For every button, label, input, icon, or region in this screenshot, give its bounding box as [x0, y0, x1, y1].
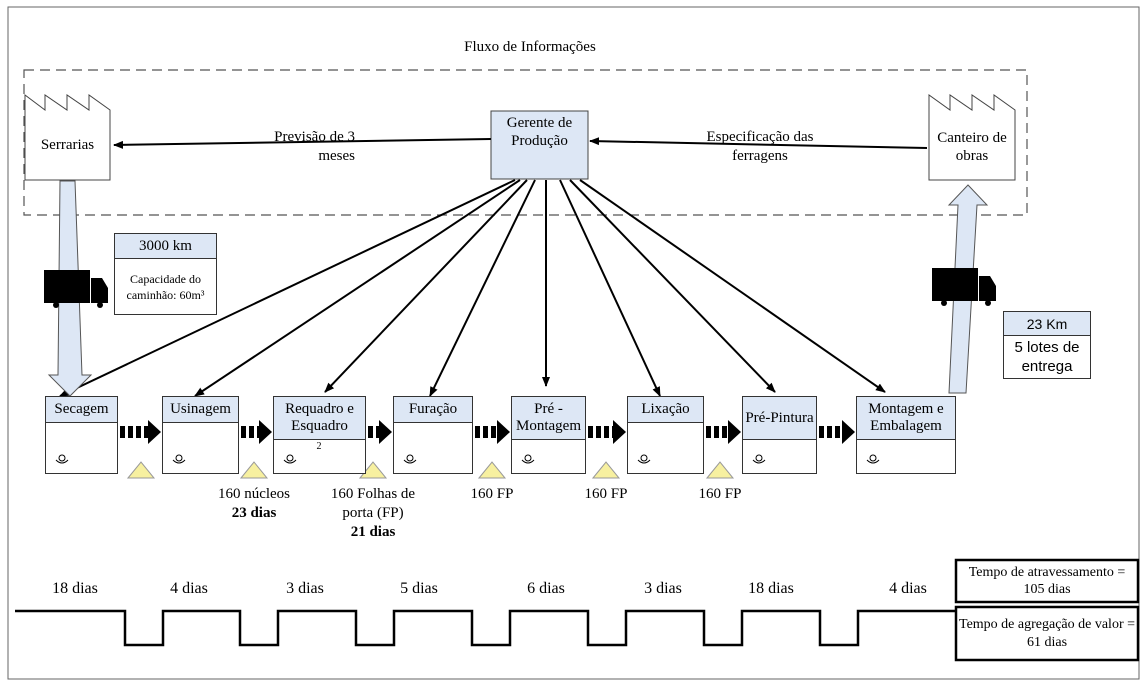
push-arrow: [120, 420, 161, 444]
inventory-label: 160 FP: [680, 485, 760, 504]
push-arrow: [368, 420, 392, 444]
process-box: Lixação: [627, 396, 704, 474]
process-label: Montagem e Embalagem: [857, 397, 955, 440]
timeline-line: [15, 609, 955, 647]
inventory-days: 21 dias: [350, 524, 396, 540]
process-label: Pré-Pintura: [743, 397, 816, 440]
operator-icon: [171, 451, 187, 469]
inventory-icon: [477, 461, 507, 479]
push-arrow: [706, 420, 741, 444]
push-arrows: [120, 420, 855, 444]
inventory-label: 160 núcleos 23 dias: [199, 485, 309, 523]
value-added-box: [954, 605, 1140, 662]
inventory-icon: [239, 461, 269, 479]
spec-label: Especificação das ferragens: [706, 129, 814, 164]
operator-icon: [751, 451, 767, 469]
operator-icon: [282, 451, 298, 469]
timeline-duration: 4 dias: [170, 580, 208, 597]
info-flow-area: [23, 69, 1028, 216]
push-arrow: [588, 420, 626, 444]
customer-factory-icon: [928, 94, 1016, 181]
truck-icon: [932, 268, 996, 306]
push-arrow: [475, 420, 510, 444]
inventory-triangles: [126, 461, 735, 479]
forecast-arrow: [113, 138, 492, 149]
operator-count: 2: [316, 441, 322, 452]
inventory-days: 23 dias: [231, 505, 277, 521]
inventory-icon: [591, 461, 621, 479]
operator-icon: [865, 451, 881, 469]
outbound-distance: 23 Km: [1004, 312, 1090, 336]
outer-frame: [7, 6, 1140, 680]
truck-icon: [44, 270, 108, 308]
process-box: Furação: [393, 396, 473, 474]
inventory-icon: [705, 461, 735, 479]
inventory-label: 160 FP: [452, 485, 532, 504]
process-label: Lixação: [628, 397, 703, 423]
process-label: Usinagem: [163, 397, 238, 423]
inbound-distance: 3000 km: [115, 234, 216, 259]
push-arrow: [241, 420, 272, 444]
inventory-label: 160 Folhas de porta (FP) 21 dias: [288, 485, 458, 542]
inventory-quantity: 160 Folhas de porta (FP): [330, 486, 416, 521]
lead-time-box: [954, 558, 1140, 604]
inventory-label: 160 FP: [566, 485, 646, 504]
timeline-duration: 3 dias: [644, 580, 682, 597]
timeline-duration: 18 dias: [52, 580, 98, 597]
manager-label: Gerente de Produção: [506, 115, 573, 149]
process-box: Usinagem: [162, 396, 239, 474]
process-label: Pré - Montagem: [512, 397, 585, 440]
supplier-factory-icon: [24, 94, 111, 181]
process-label: Requadro e Esquadro: [274, 397, 365, 440]
process-box: Pré - Montagem: [511, 396, 586, 474]
customer-label: Canteiro de obras: [937, 130, 1007, 164]
inbound-info-box: 3000 km Capacidade do caminhão: 60m³: [114, 233, 217, 315]
spec-arrow: [589, 137, 928, 149]
timeline-duration: 18 dias: [748, 580, 794, 597]
manager-box: [490, 110, 589, 180]
lead-time-text: Tempo de atravessamento = 105 dias: [968, 565, 1126, 597]
timeline-duration: 6 dias: [527, 580, 565, 597]
operator-icon: [520, 451, 536, 469]
outbound-batches: 5 lotes de entrega: [1014, 339, 1080, 375]
process-box: Montagem e Embalagem: [856, 396, 956, 474]
timeline-duration: 5 dias: [400, 580, 438, 597]
process-box: Pré-Pintura: [742, 396, 817, 474]
operator-icon: [636, 451, 652, 469]
forecast-label: Previsão de 3 meses: [274, 129, 355, 164]
process-label: Secagem: [46, 397, 117, 423]
inventory-quantity: 160 FP: [584, 486, 628, 502]
process-label: Furação: [394, 397, 472, 423]
inventory-quantity: 160 FP: [698, 486, 742, 502]
operator-icon: [402, 451, 418, 469]
inventory-icon: [126, 461, 156, 479]
schedule-arrows: [59, 179, 886, 397]
inventory-quantity: 160 núcleos: [217, 486, 291, 502]
value-added-text: Tempo de agregação de valor = 61 dias: [959, 616, 1135, 650]
process-box: Secagem: [45, 396, 118, 474]
timeline-duration: 4 dias: [889, 580, 927, 597]
inventory-icon: [358, 461, 388, 479]
operator-icon: [54, 451, 70, 469]
diagram-title: Fluxo de Informações: [464, 39, 596, 55]
inbound-capacity: Capacidade do caminhão: 60m³: [126, 272, 205, 302]
outbound-info-box: 23 Km 5 lotes de entrega: [1003, 311, 1091, 379]
timeline-duration: 3 dias: [286, 580, 324, 597]
push-arrow: [819, 420, 855, 444]
supplier-label: Serrarias: [40, 137, 95, 153]
inventory-quantity: 160 FP: [470, 486, 514, 502]
